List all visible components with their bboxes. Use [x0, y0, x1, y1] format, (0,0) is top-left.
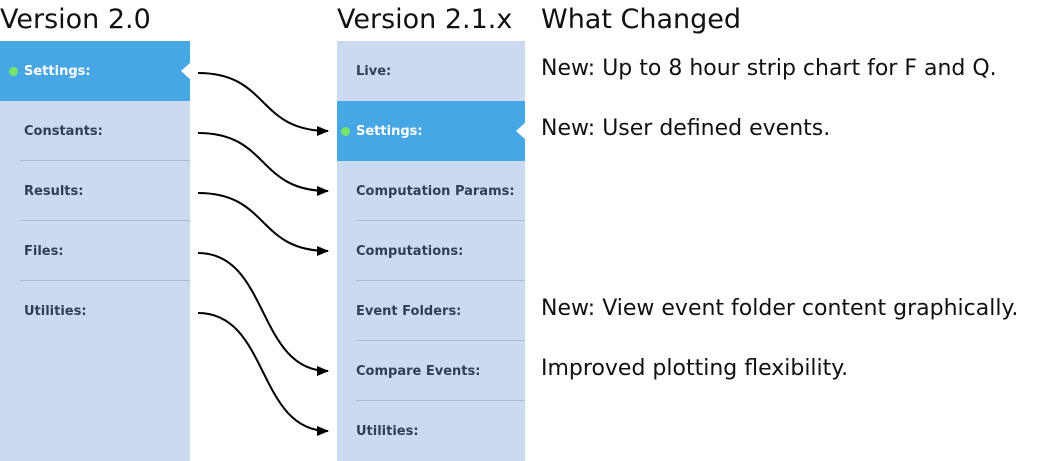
menu-divider — [356, 220, 525, 221]
active-pointer-icon — [181, 62, 190, 80]
old-menu-item[interactable]: Constants: — [0, 101, 190, 161]
new-menu-item-label: Event Folders: — [356, 303, 462, 319]
change-note: New: User defined events. — [541, 116, 831, 141]
mapping-arrow — [197, 312, 329, 436]
old-version-heading: Version 2.0 — [0, 4, 151, 35]
new-version-heading: Version 2.1.x — [337, 4, 513, 35]
what-changed-heading: What Changed — [541, 4, 742, 35]
new-menu-item[interactable]: Settings: — [337, 101, 525, 161]
new-menu-item-label: Settings: — [356, 123, 423, 139]
menu-divider — [356, 400, 525, 401]
new-menu-item[interactable]: Utilities: — [337, 401, 525, 461]
change-note: New: View event folder content graphical… — [541, 296, 1019, 321]
old-menu-item-label: Settings: — [24, 63, 91, 79]
change-note: Improved plotting flexibility. — [541, 356, 849, 381]
new-menu-item-label: Computations: — [356, 243, 464, 259]
new-version-menu: Live: Settings: Computation Params: Computa… — [337, 41, 525, 461]
new-menu-item[interactable]: Computation Params: — [337, 161, 525, 221]
mapping-arrow — [197, 132, 329, 196]
new-menu-item[interactable]: Computations: — [337, 221, 525, 281]
menu-divider — [356, 340, 525, 341]
old-menu-item[interactable]: Results: — [0, 161, 190, 221]
new-menu-item-label: Computation Params: — [356, 183, 515, 199]
menu-divider — [20, 280, 190, 281]
menu-divider — [356, 280, 525, 281]
old-version-menu: Settings: Constants: Results: Files: Utiliti… — [0, 41, 190, 461]
mapping-arrow — [197, 72, 329, 136]
new-menu-item-label: Compare Events: — [356, 363, 481, 379]
old-menu-item-label: Utilities: — [24, 303, 87, 319]
menu-divider — [20, 160, 190, 161]
old-menu-item-label: Constants: — [24, 123, 103, 139]
new-menu-item[interactable]: Compare Events: — [337, 341, 525, 401]
menu-divider — [20, 220, 190, 221]
new-menu-item-label: Live: — [356, 63, 392, 79]
old-menu-item[interactable]: Settings: — [0, 41, 190, 101]
old-menu-item[interactable]: Utilities: — [0, 281, 190, 341]
new-menu-item[interactable]: Live: — [337, 41, 525, 101]
new-menu-item[interactable]: Event Folders: — [337, 281, 525, 341]
new-menu-item-label: Utilities: — [356, 423, 419, 439]
old-menu-item[interactable]: Files: — [0, 221, 190, 281]
old-menu-item-label: Results: — [24, 183, 84, 199]
status-dot-icon — [341, 127, 350, 136]
status-dot-icon — [9, 67, 18, 76]
active-pointer-icon — [516, 122, 525, 140]
change-note: New: Up to 8 hour strip chart for F and … — [541, 56, 997, 81]
mapping-arrow — [197, 252, 329, 376]
old-menu-item-label: Files: — [24, 243, 64, 259]
mapping-arrow — [197, 192, 329, 256]
